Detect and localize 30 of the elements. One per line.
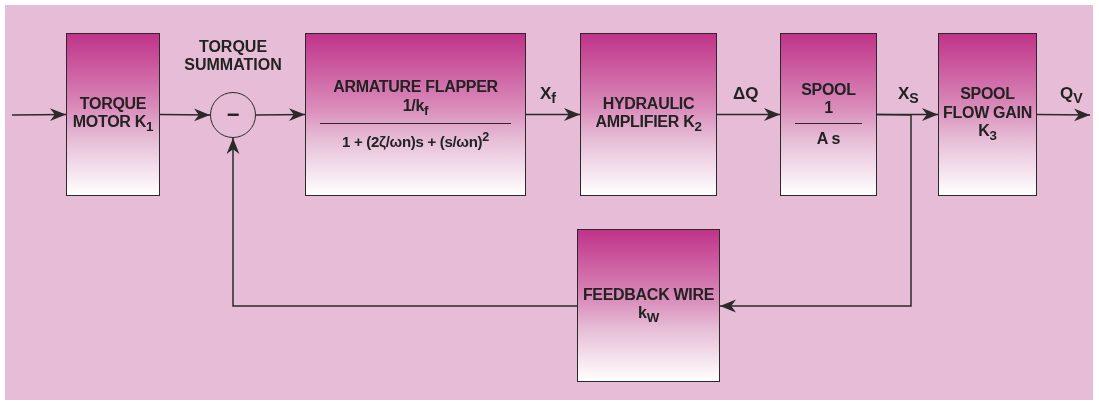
arrow bbox=[226, 137, 578, 307]
minus-sign: − bbox=[226, 104, 240, 126]
block-box bbox=[580, 33, 717, 196]
block-label: SPOOL FLOW GAIN K$_{3}$ bbox=[942, 85, 1033, 144]
transfer-function: 1/k$_{f}$ bbox=[402, 96, 429, 119]
transfer-function: A s bbox=[816, 129, 841, 149]
arrow bbox=[1036, 108, 1091, 122]
arrow bbox=[11, 108, 67, 122]
block-label: SPOOL bbox=[801, 80, 856, 100]
signal-label: X$_{S}$ bbox=[898, 84, 919, 107]
block-label: HYDRAULIC AMPLIFIER K$_{2}$ bbox=[594, 94, 703, 135]
block-label: TORQUE MOTOR K$_{1}$ bbox=[71, 94, 155, 135]
arrow bbox=[716, 108, 781, 121]
junction-label: TORQUE SUMMATION bbox=[183, 38, 283, 75]
transfer-function: 1 bbox=[824, 99, 833, 118]
transfer-function: 1 + (2ζ/ωn)s + (s/ωn)$^{2}$ bbox=[342, 130, 489, 151]
arrow bbox=[159, 108, 211, 122]
arrow bbox=[255, 108, 306, 122]
signal-label: Q$_{V}$ bbox=[1060, 84, 1083, 107]
block-box bbox=[938, 33, 1037, 196]
signal-label: X$_{f}$ bbox=[540, 84, 557, 107]
signal-label: ΔQ bbox=[733, 84, 759, 104]
arrow bbox=[719, 113, 912, 313]
block-label: FEEDBACK WIRE k$_{W}$ bbox=[581, 285, 716, 326]
block-box bbox=[305, 33, 526, 196]
block-box bbox=[780, 33, 877, 196]
block-box bbox=[66, 33, 160, 196]
arrow bbox=[525, 108, 581, 121]
block-label: ARMATURE FLAPPER bbox=[333, 78, 498, 97]
block-box bbox=[577, 229, 720, 382]
